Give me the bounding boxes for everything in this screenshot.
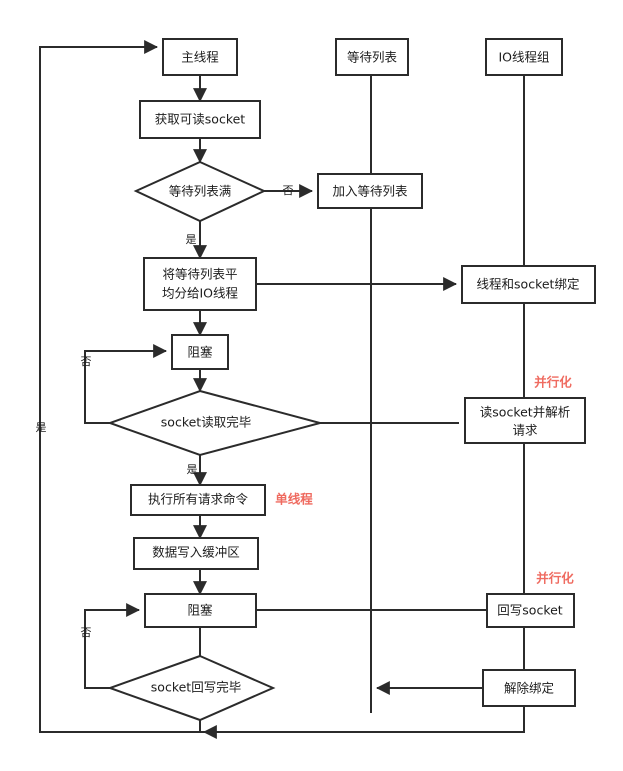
node-socket-write-done-group: socket回写完毕 [107, 654, 276, 722]
node-distribute-waitlist-label-line1: 将等待列表平 [162, 267, 237, 282]
edge-label-socket-write-no: 否 [81, 626, 92, 639]
node-read-socket-parse[interactable] [464, 397, 586, 444]
node-block-write[interactable] [144, 593, 257, 628]
node-waitlist-lane-label: 等待列表 [347, 50, 398, 65]
node-block-read[interactable] [171, 334, 229, 370]
node-block-read-label: 阻塞 [187, 345, 213, 360]
node-socket-write-done-label: socket回写完毕 [151, 680, 241, 695]
node-block-read-group: 阻塞 [171, 334, 229, 370]
annotation-parallel-write: 并行化 [536, 571, 574, 586]
lane-header-waitlist: 等待列表 [335, 38, 409, 76]
node-write-back-socket[interactable] [486, 593, 575, 628]
node-get-readable-socket-label: 获取可读socket [155, 112, 246, 127]
node-thread-socket-bind-group: 线程和socket绑定 [461, 265, 596, 304]
node-get-readable-socket-group: 获取可读socket [139, 100, 261, 139]
node-main-thread[interactable] [162, 38, 238, 76]
node-unbind[interactable] [482, 669, 576, 707]
node-thread-socket-bind[interactable] [461, 265, 596, 304]
node-write-buffer[interactable] [133, 537, 259, 570]
node-waitlist-full-group: 等待列表满 [133, 160, 267, 223]
node-add-to-waitlist[interactable] [317, 173, 423, 209]
node-block-write-label: 阻塞 [187, 603, 213, 618]
node-unbind-label: 解除绑定 [504, 681, 554, 696]
lane-header-main: 主线程 [162, 38, 238, 76]
node-socket-read-done[interactable] [107, 389, 324, 457]
node-distribute-waitlist-label-line2: 均分给IO线程 [162, 286, 239, 301]
edge-loop-to-main [39, 40, 200, 733]
node-read-socket-parse-group: 读socket并解析 请求 [464, 397, 586, 444]
node-exec-all-commands[interactable] [130, 484, 266, 516]
node-write-buffer-label: 数据写入缓冲区 [152, 545, 240, 560]
node-iothreads-lane[interactable] [485, 38, 563, 76]
node-socket-read-done-group: socket读取完毕 [107, 389, 324, 457]
node-add-to-waitlist-group: 加入等待列表 [317, 173, 423, 209]
node-get-readable-socket[interactable] [139, 100, 261, 139]
node-waitlist-lane[interactable] [335, 38, 409, 76]
edge-readdone-no-to-blockread [84, 344, 168, 424]
node-exec-all-commands-label: 执行所有请求命令 [148, 492, 249, 507]
edge-label-socket-read-no: 否 [81, 355, 92, 368]
node-write-buffer-group: 数据写入缓冲区 [133, 537, 259, 570]
node-write-back-socket-group: 回写socket [486, 593, 575, 628]
node-waitlist-full-label: 等待列表满 [169, 184, 232, 199]
node-waitlist-full[interactable] [133, 160, 267, 223]
node-distribute-waitlist-group: 将等待列表平 均分给IO线程 [143, 257, 257, 311]
edge-label-socket-write-yes: 是 [36, 421, 47, 434]
edge-label-socket-read-yes: 是 [187, 463, 198, 476]
node-socket-write-done[interactable] [107, 654, 276, 722]
edge-writedone-no-to-blockwrite [84, 603, 141, 689]
edge-label-waitlist-full-no: 否 [283, 184, 294, 197]
node-block-write-group: 阻塞 [144, 593, 257, 628]
node-socket-read-done-label: socket读取完毕 [161, 415, 251, 430]
lane-header-iothreads: IO线程组 [485, 38, 563, 76]
node-exec-all-commands-group: 执行所有请求命令 [130, 484, 266, 516]
node-main-thread-label: 主线程 [181, 50, 219, 65]
node-read-socket-parse-label-line2: 请求 [512, 423, 538, 438]
node-thread-socket-bind-label: 线程和socket绑定 [477, 277, 580, 292]
node-add-to-waitlist-label: 加入等待列表 [332, 184, 408, 199]
node-distribute-waitlist[interactable] [143, 257, 257, 311]
annotation-parallel-read: 并行化 [534, 375, 572, 390]
annotation-single-thread: 单线程 [275, 492, 313, 507]
node-unbind-group: 解除绑定 [482, 669, 576, 707]
node-read-socket-parse-label-line1: 读socket并解析 [480, 405, 570, 420]
edge-label-waitlist-full-yes: 是 [186, 233, 197, 246]
node-write-back-socket-label: 回写socket [497, 603, 563, 618]
node-iothreads-lane-label: IO线程组 [498, 50, 549, 65]
